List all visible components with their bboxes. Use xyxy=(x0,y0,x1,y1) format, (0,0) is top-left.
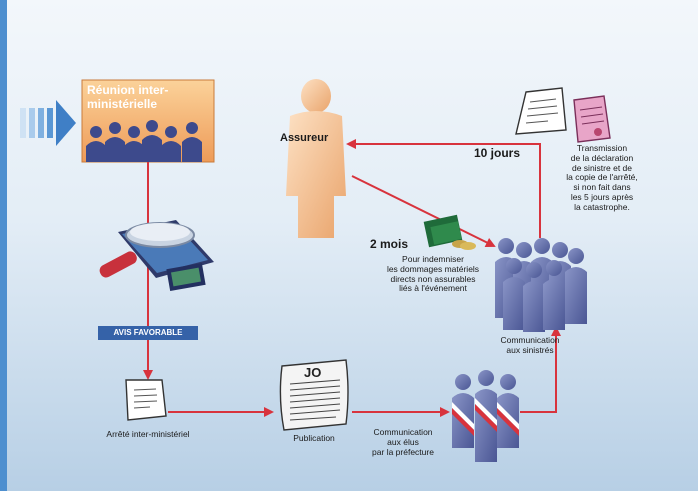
arrete-label: Arrêté inter-ministériel xyxy=(106,429,190,439)
indemnisation-text: Pour indemniser les dommages matériels d… xyxy=(386,254,480,294)
arrete-document-icon xyxy=(125,379,167,421)
journal-officiel-icon xyxy=(279,359,349,431)
incoming-arrow xyxy=(20,100,76,146)
avis-favorable-badge xyxy=(98,326,198,340)
analysis-tools-icon xyxy=(99,220,214,291)
declaration-document-icon xyxy=(515,87,567,135)
delay-2-months-label: 2 mois xyxy=(370,237,409,251)
elected-officials-icon xyxy=(452,370,519,462)
insurer-person-icon xyxy=(286,79,346,238)
disaster-victims-group-icon xyxy=(495,238,587,332)
assureur-label: Assureur xyxy=(280,132,329,144)
arrete-copy-icon xyxy=(573,95,611,143)
meeting-title: Réunion inter-ministérielle xyxy=(87,83,169,111)
arrow-assureur-to-sinistres xyxy=(351,175,496,247)
delay-10-days-label: 10 jours xyxy=(474,146,521,160)
transmission-text: Transmission de la déclaration de sinist… xyxy=(566,143,638,212)
arrow-elus-to-sinistres xyxy=(520,326,561,413)
communication-sinistres-label: Communication aux sinistrés xyxy=(500,335,560,355)
arrow-sinistres-to-assureur xyxy=(346,139,541,238)
money-icon xyxy=(423,214,476,250)
communication-elus-label: Communication aux élus par la préfecture xyxy=(372,427,434,457)
meeting-box xyxy=(81,79,215,163)
meeting-people xyxy=(86,120,202,162)
publication-label: Publication xyxy=(293,433,335,443)
avis-favorable-label: AVIS FAVORABLE xyxy=(113,328,183,337)
left-accent-bar xyxy=(0,0,7,491)
journal-officiel-logo: JO xyxy=(304,365,321,380)
